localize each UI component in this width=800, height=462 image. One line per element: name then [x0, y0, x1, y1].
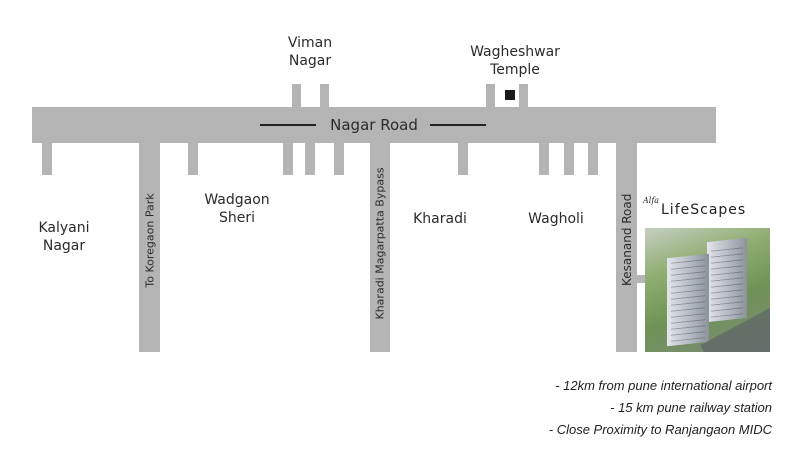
- stub-lower: [334, 143, 344, 175]
- temple-marker-icon: [505, 90, 515, 100]
- brand-prefix: Alfa: [643, 196, 660, 205]
- stub-temple-1: [486, 84, 495, 107]
- kesanand-road-label: Kesanand Road: [620, 193, 634, 286]
- building-rendering-image: [645, 228, 770, 352]
- wadgaon-sheri-label: Wadgaon Sheri: [204, 192, 270, 226]
- stub-lower: [305, 143, 315, 175]
- stub-lower: [588, 143, 598, 175]
- highlight-item: - 12km from pune international airport: [555, 378, 772, 393]
- stub-lower: [458, 143, 468, 175]
- tower-rear: [707, 237, 747, 323]
- highlight-item: - Close Proximity to Ranjangaon MIDC: [548, 422, 772, 437]
- kharadi-bypass-road-label: Kharadi Magarpatta Bypass: [373, 167, 387, 320]
- road-label-line-left: [260, 124, 316, 126]
- stub-temple-2: [519, 84, 528, 107]
- stub-viman-2: [320, 84, 329, 107]
- highlight-item: - 15 km pune railway station: [610, 400, 772, 415]
- nagar-road-label: Nagar Road: [330, 116, 418, 134]
- stub-lower: [42, 143, 52, 175]
- nagar-road: [32, 107, 716, 143]
- tower-front: [667, 253, 709, 347]
- kharadi-bypass-road: [370, 143, 390, 352]
- brand-name: LifeScapes: [661, 202, 747, 218]
- stub-lower: [188, 143, 198, 175]
- stub-lower: [283, 143, 293, 175]
- kharadi-label: Kharadi: [413, 211, 467, 227]
- stub-lower: [564, 143, 574, 175]
- kesanand-connector: [637, 275, 647, 283]
- stub-viman-1: [292, 84, 301, 107]
- wagheshwar-temple-label: Wagheshwar Temple: [470, 44, 560, 78]
- kalyani-nagar-label: Kalyani Nagar: [38, 220, 90, 254]
- highlights-list: - 12km from pune international airport -…: [549, 375, 772, 441]
- wagholi-label: Wagholi: [528, 211, 584, 227]
- road-label-line-right: [430, 124, 486, 126]
- viman-nagar-label: Viman Nagar: [287, 35, 333, 69]
- koregaon-park-road-label: To Koregaon Park: [143, 193, 157, 288]
- stub-lower: [539, 143, 549, 175]
- kesanand-road: [616, 143, 637, 352]
- project-brand: Alfa LifeScapes: [643, 196, 773, 224]
- koregaon-park-road: [139, 143, 160, 352]
